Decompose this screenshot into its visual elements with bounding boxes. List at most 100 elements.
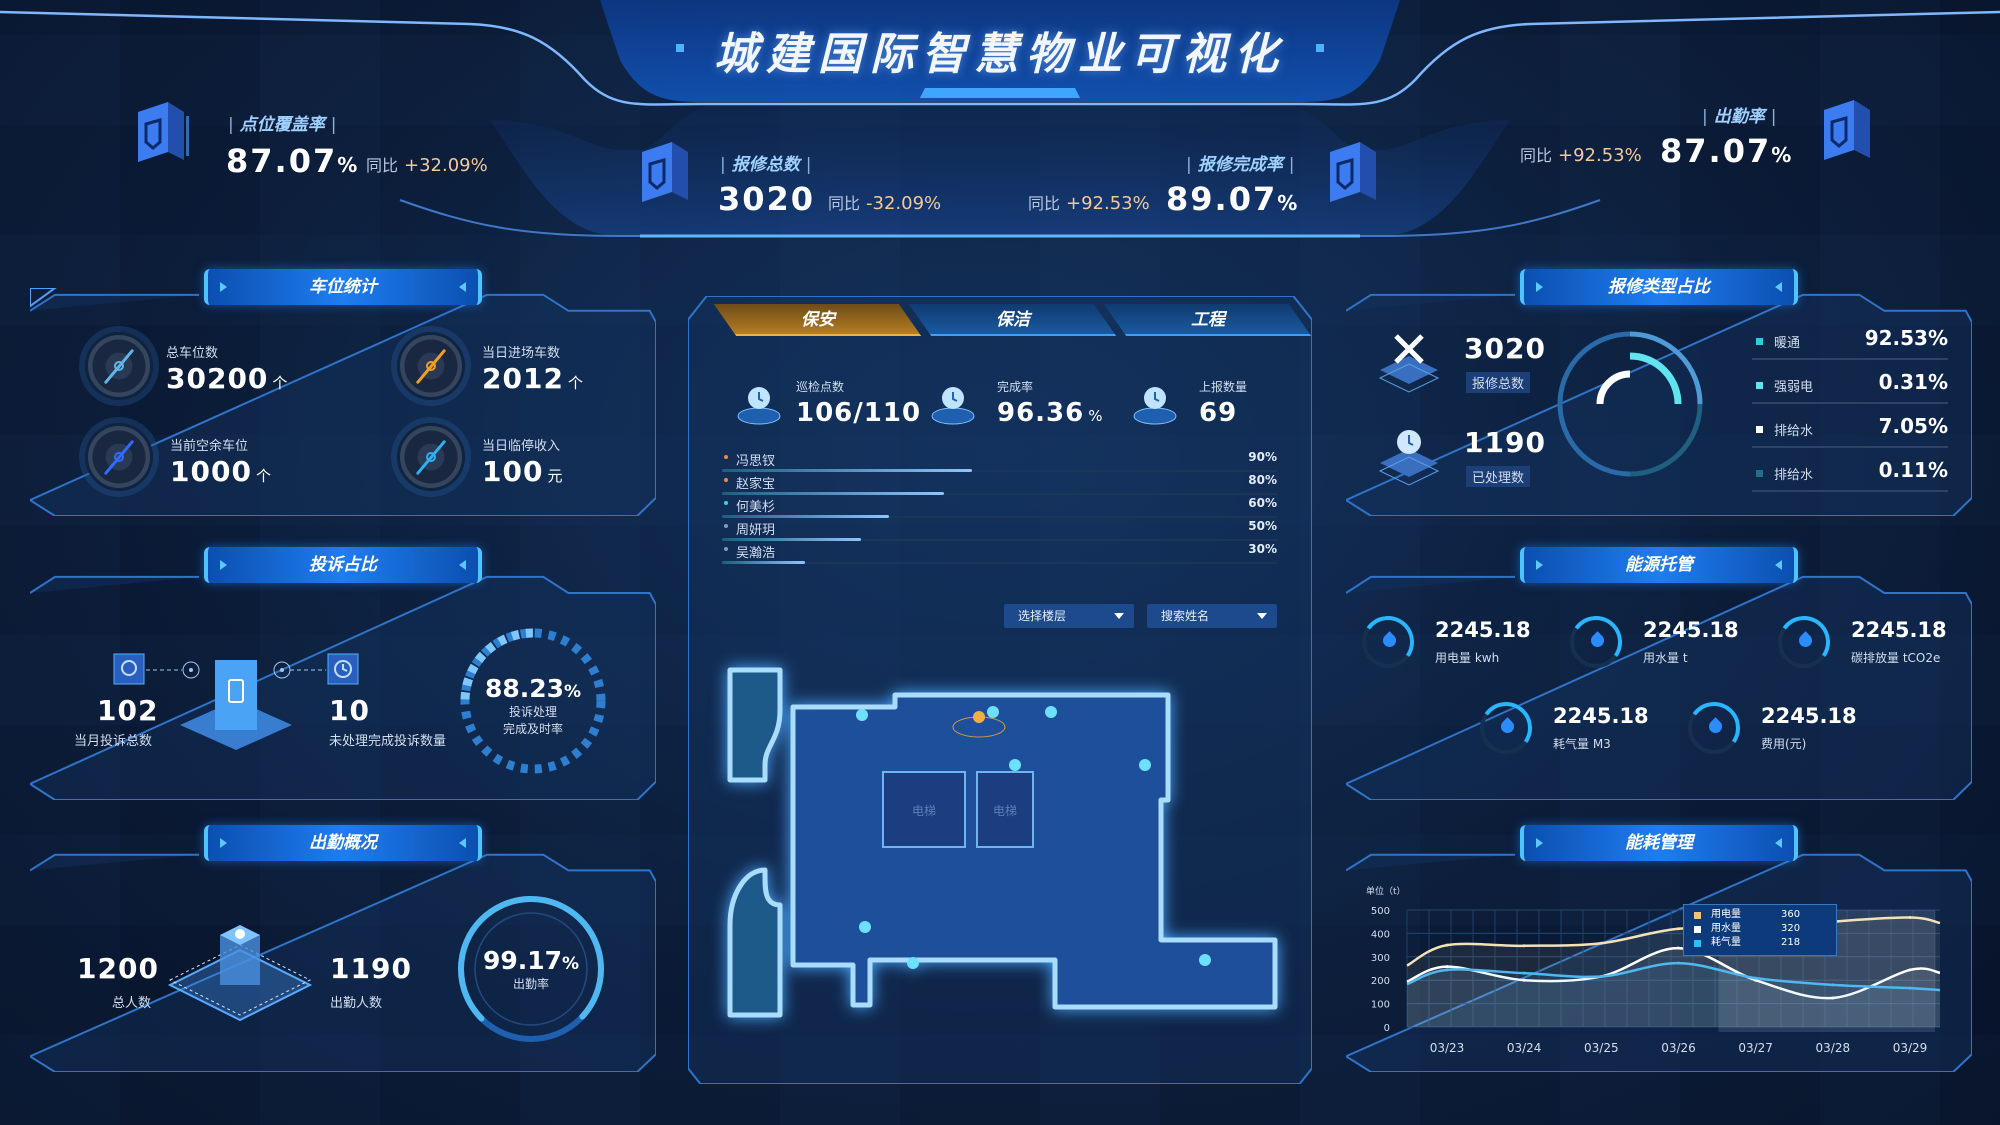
header-frame — [0, 0, 2000, 238]
floor-select[interactable]: 选择楼层 — [1004, 604, 1134, 628]
energy-value: 2245.18 — [1553, 704, 1649, 728]
complaints-unfinished-label: 未处理完成投诉数量 — [329, 734, 447, 749]
staff-pct: 90% — [1248, 450, 1277, 464]
staff-name: 吴瀚浩 — [736, 546, 776, 561]
data-point[interactable] — [1908, 968, 1912, 972]
panel-title-parking: 车位统计 — [204, 269, 482, 305]
chevron-down-icon — [1114, 613, 1124, 619]
parking-label: 当日进场车数 — [482, 346, 561, 361]
tab-cleaning[interactable]: 保洁 — [908, 304, 1117, 336]
data-point[interactable] — [1522, 971, 1526, 975]
data-point[interactable] — [1522, 944, 1526, 948]
x-tick-label: 03/25 — [1584, 1041, 1619, 1055]
data-point[interactable] — [1599, 974, 1603, 978]
tooltip-swatch — [1694, 940, 1701, 947]
tooltip-swatch — [1694, 926, 1701, 933]
panel-title-attendance: 出勤概况 — [204, 825, 482, 861]
kpi-coverage-value: 87.07% — [226, 142, 360, 180]
repair-handled-value: 1190 — [1464, 426, 1546, 459]
staff-name: 冯思钗 — [736, 454, 776, 469]
floor-plan-map[interactable]: 电梯 电梯 — [715, 655, 1295, 1035]
panel-title-energy: 能源托管 — [1520, 547, 1798, 583]
active-pin-icon — [973, 711, 985, 723]
data-point[interactable] — [1522, 978, 1526, 982]
progress-track — [722, 562, 1277, 564]
data-point[interactable] — [1908, 915, 1912, 919]
tab-security[interactable]: 保安 — [713, 304, 922, 336]
kpi-repair-rate-yoy: 同比+92.53% — [1028, 193, 1150, 214]
data-point[interactable] — [1908, 986, 1912, 990]
x-tick-label: 03/23 — [1430, 1041, 1465, 1055]
kpi-repair-total-label: 报修总数 — [714, 150, 817, 175]
staff-pct: 80% — [1248, 473, 1277, 487]
x-tick-label: 03/28 — [1816, 1041, 1851, 1055]
location-pin-icons[interactable] — [856, 706, 1211, 969]
water-drop-icon — [1778, 616, 1830, 668]
kpi-repair-total-value: 3020 — [718, 180, 816, 218]
legend-value: 7.05% — [1878, 414, 1948, 438]
panel-parking — [30, 288, 656, 516]
legend-value: 0.31% — [1878, 370, 1948, 394]
clock-icon — [1378, 430, 1440, 486]
stat-value: 69 — [1199, 398, 1238, 428]
bullet-dot — [724, 501, 728, 505]
clock-icon — [931, 387, 975, 425]
data-point[interactable] — [1445, 965, 1449, 969]
clock-icon — [334, 660, 352, 678]
phone-icon — [228, 679, 244, 703]
bullet-dot — [724, 547, 728, 551]
gauge-icon — [85, 332, 153, 400]
legend-swatch — [1756, 470, 1763, 477]
repair-total-label: 报修总数 — [1466, 372, 1531, 393]
bullet-dot — [724, 478, 728, 482]
stat-label: 上报数量 — [1199, 380, 1248, 394]
progress-track — [722, 539, 1277, 541]
data-point[interactable] — [1754, 976, 1758, 980]
shield-icon — [642, 142, 688, 202]
data-point[interactable] — [1599, 941, 1603, 945]
data-point[interactable] — [1677, 946, 1680, 950]
data-point[interactable] — [1445, 943, 1449, 947]
stat-value: 96.36% — [997, 398, 1104, 428]
legend-name: 暖通 — [1774, 336, 1801, 351]
water-drop-icon — [1480, 702, 1532, 754]
energy-label: 费用(元) — [1761, 737, 1807, 751]
gauge-icon — [397, 423, 465, 491]
panel-title-consumption: 能耗管理 — [1520, 825, 1798, 861]
legend-value: 0.11% — [1878, 458, 1948, 482]
kpi-attendance-value: 87.07% — [1660, 132, 1794, 170]
legend-name: 排给水 — [1774, 424, 1814, 439]
panel-complaints — [30, 570, 656, 800]
repair-type-donut — [1557, 331, 1703, 477]
energy-label: 用水量 t — [1643, 651, 1688, 665]
data-point[interactable] — [1831, 983, 1835, 987]
data-point[interactable] — [1831, 996, 1835, 1000]
panel-energy — [1346, 570, 1972, 800]
tab-engineering[interactable]: 工程 — [1103, 304, 1312, 336]
name-search-select[interactable]: 搜索姓名 — [1147, 604, 1277, 628]
tooltip-value: 360 — [1781, 909, 1801, 920]
progress-track — [722, 493, 1277, 495]
stat-value: 106/110 — [796, 398, 922, 428]
y-tick-label: 200 — [1371, 976, 1390, 987]
staff-pct: 60% — [1248, 496, 1277, 510]
stat-label: 完成率 — [997, 380, 1034, 394]
data-point[interactable] — [1445, 968, 1449, 972]
staff-name: 何美杉 — [736, 500, 776, 515]
legend-name: 排给水 — [1774, 468, 1814, 483]
kpi-coverage-label: 点位覆盖率 — [222, 110, 342, 135]
kpi-repair-total-yoy: 同比-32.09% — [828, 193, 942, 214]
staff-name: 赵家宝 — [736, 477, 776, 492]
repair-total-value: 3020 — [1464, 332, 1546, 365]
clock-icon — [1133, 387, 1177, 425]
water-drop-icon — [1362, 616, 1414, 668]
water-drop-icon — [1688, 702, 1740, 754]
clock-icon — [737, 387, 781, 425]
complaint-flow-graphic — [113, 653, 359, 750]
data-point[interactable] — [1677, 961, 1680, 965]
data-point[interactable] — [1677, 927, 1680, 931]
